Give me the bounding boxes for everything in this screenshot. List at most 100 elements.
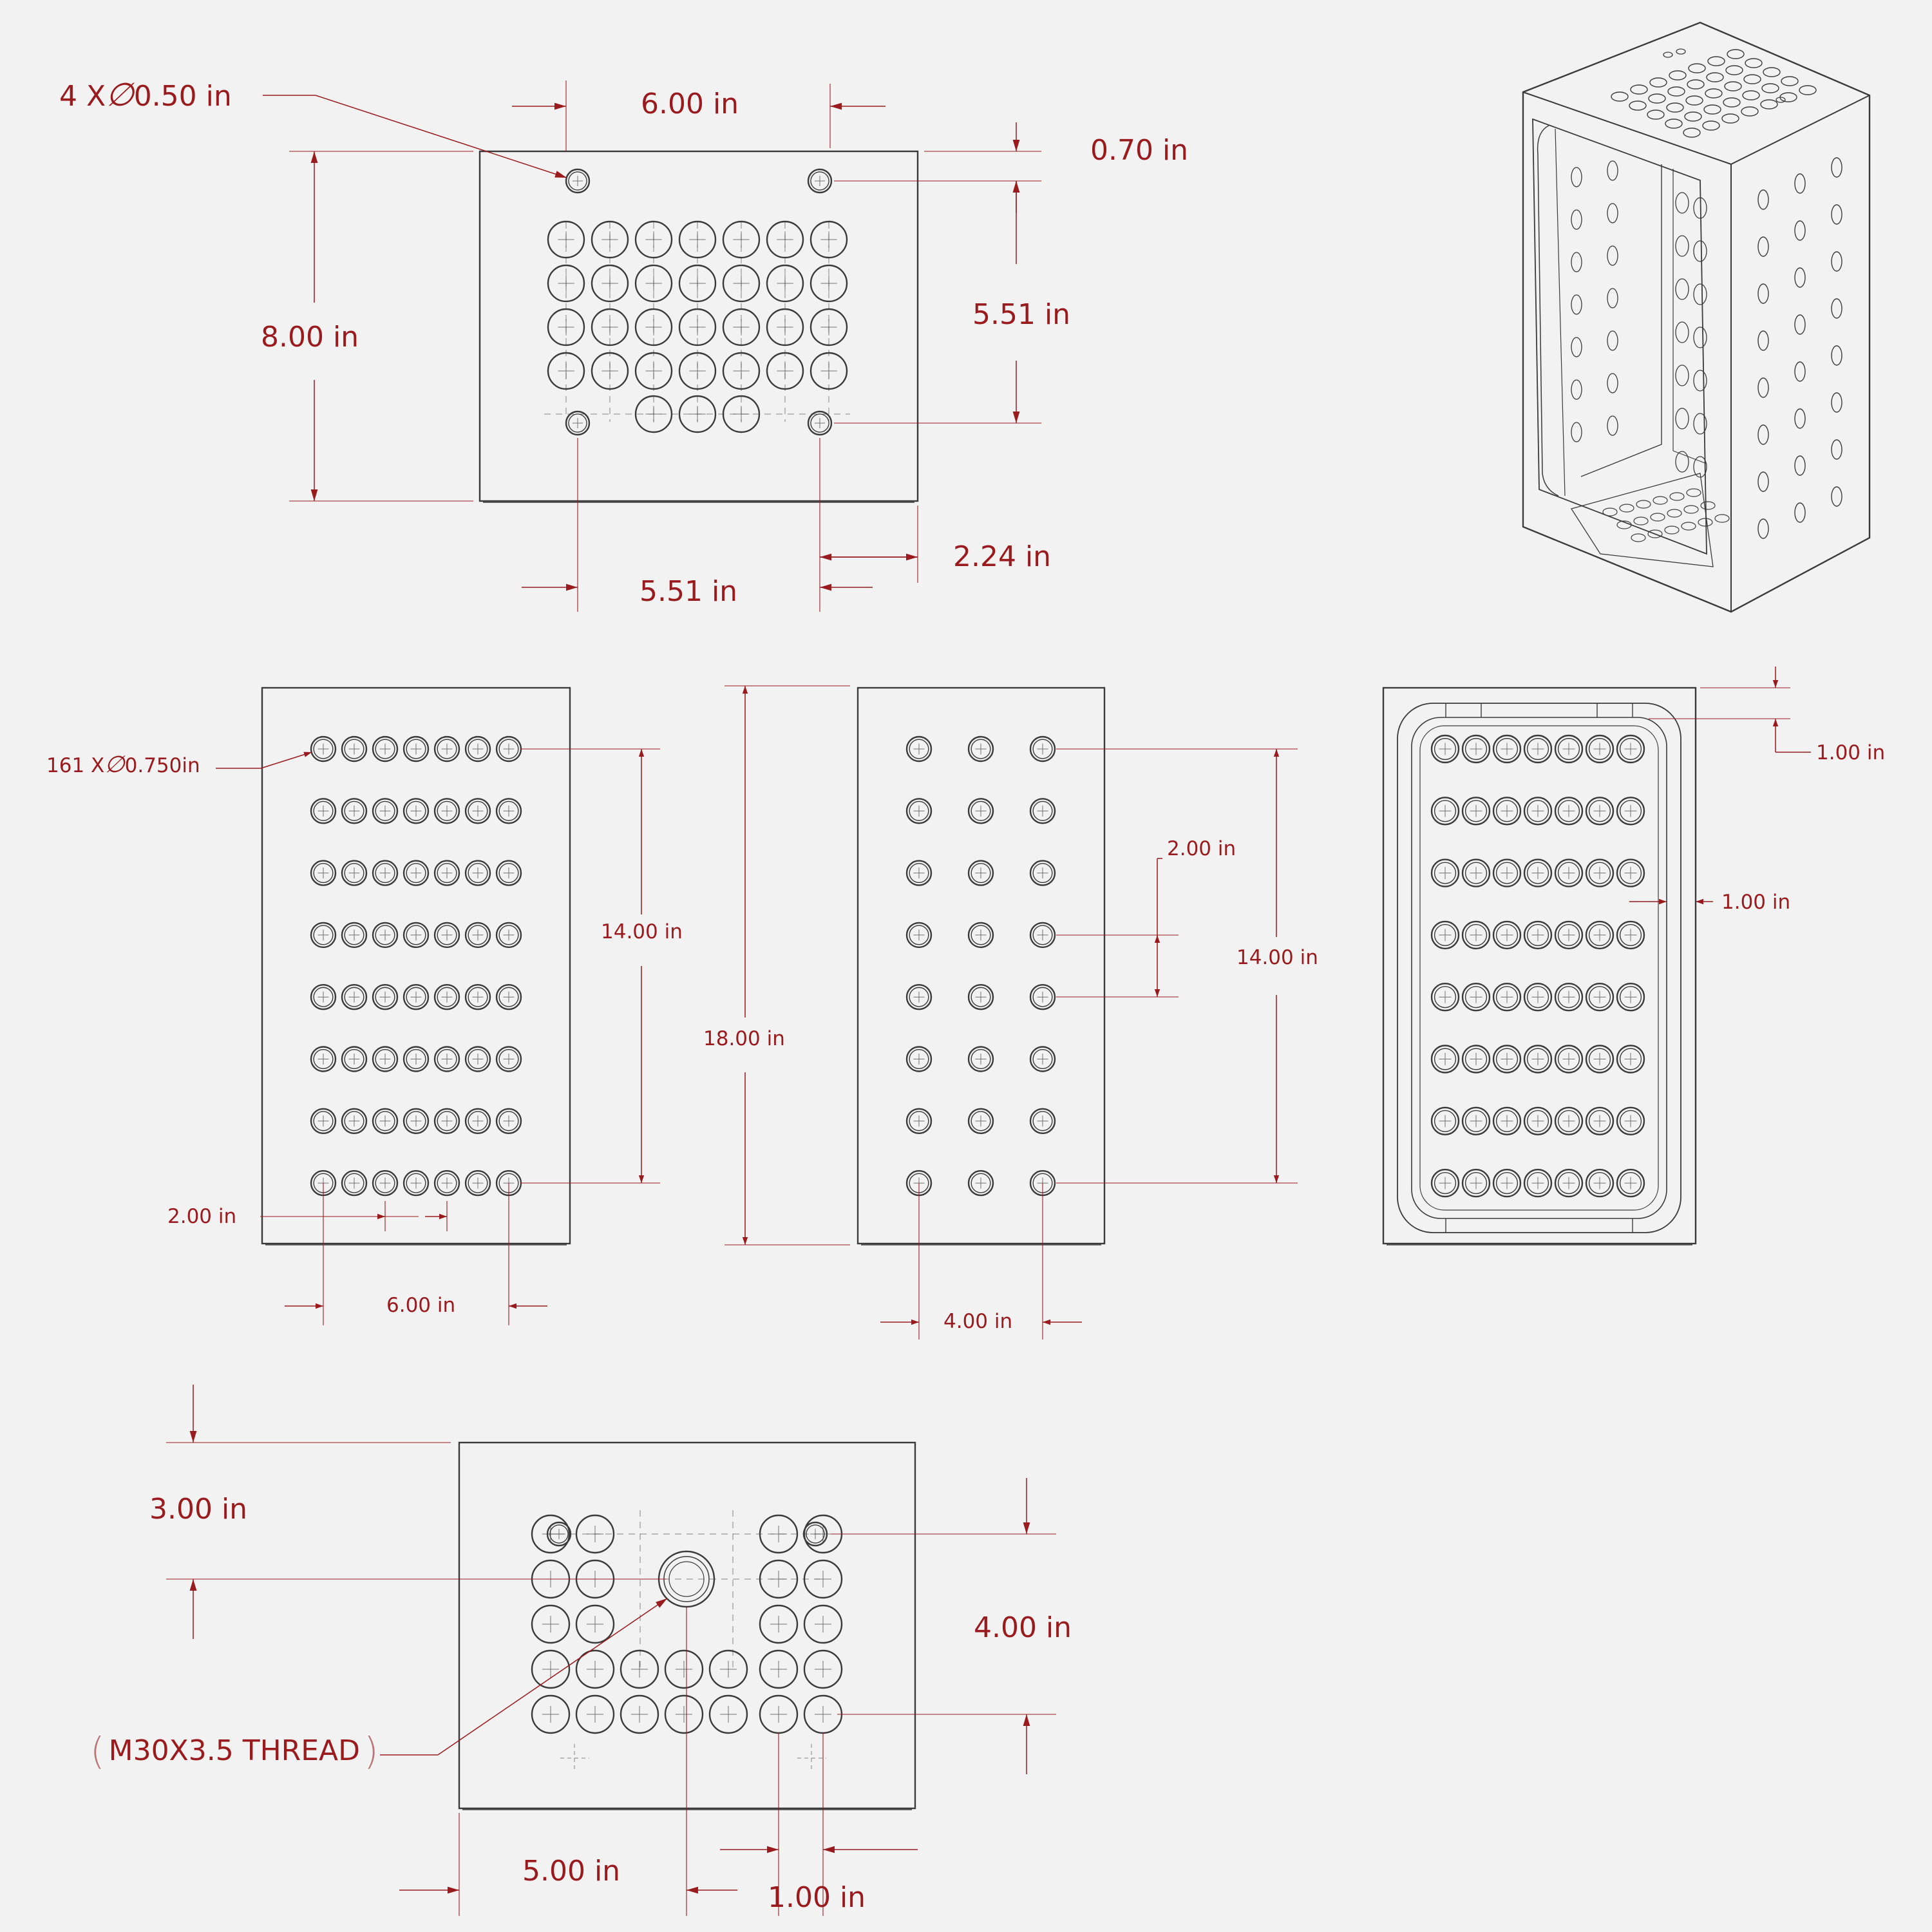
hole-inner: [406, 739, 426, 759]
hole-outer: [1523, 734, 1553, 764]
hole-centermark: [379, 867, 391, 879]
diameter-icon: ∅: [104, 752, 125, 778]
hole-inner: [1526, 737, 1549, 761]
hole-inner: [1434, 986, 1457, 1009]
hole-outer: [464, 1108, 491, 1135]
hole-centermark: [1531, 1053, 1544, 1065]
hole-inner: [971, 800, 991, 821]
hole-inner: [1032, 987, 1053, 1007]
iso-wall-hole: [1571, 167, 1582, 187]
iso-top-hole: [1742, 90, 1760, 100]
hole-inner: [1526, 1048, 1549, 1070]
hole-inner: [344, 800, 365, 821]
top-mount-hole: [807, 410, 833, 436]
back-through-hole: [1492, 858, 1522, 887]
top-height-dim: 8.00 in: [261, 321, 359, 354]
front-through-hole: [310, 798, 337, 824]
front-through-hole: [372, 860, 399, 886]
front-through-hole: [464, 1046, 491, 1072]
iso-floor: [1570, 473, 1714, 567]
hole-outer: [722, 395, 761, 433]
hole-centermark: [1439, 743, 1452, 755]
back-through-hole: [1554, 920, 1584, 950]
hole-inner: [313, 800, 334, 821]
hole-outer: [1616, 1106, 1645, 1136]
hole-centermark: [1470, 867, 1482, 880]
iso-inner-wall-hole: [1675, 235, 1689, 257]
iso-side-hole: [1794, 220, 1806, 241]
hole-centermark: [503, 1053, 515, 1065]
hole-centermark: [317, 991, 329, 1003]
iso-side-hole: [1831, 392, 1842, 413]
hole-inner: [1032, 800, 1053, 821]
hole-outer: [967, 1170, 994, 1197]
hole-inner: [498, 1048, 519, 1070]
front-through-hole: [495, 860, 522, 886]
hole-outer: [464, 860, 491, 886]
back-through-hole: [1616, 1045, 1645, 1074]
hole-outer: [810, 264, 848, 303]
iso-pocket-fillet: [1537, 125, 1559, 497]
hole-outer: [402, 922, 430, 949]
hole-inner: [498, 863, 519, 884]
hole-centermark: [441, 867, 453, 879]
front-through-hole: [495, 983, 522, 1010]
iso-top-hole: [1706, 72, 1724, 82]
hole-outer: [1523, 797, 1553, 826]
hole-outer: [1523, 1168, 1553, 1198]
hole-centermark: [1624, 867, 1637, 880]
front-through-hole: [402, 983, 430, 1010]
hole-centermark: [975, 1115, 987, 1127]
hole-inner: [406, 863, 426, 884]
top-hole-count: 4 X: [59, 80, 106, 113]
bottom-pocket-hole: [759, 1514, 799, 1554]
iso-side-hole: [1831, 486, 1842, 507]
side-through-hole: [1029, 1108, 1056, 1135]
hole-outer: [1554, 734, 1584, 764]
hole-centermark: [1593, 990, 1606, 1003]
hole-outer: [810, 308, 848, 346]
hole-outer: [433, 798, 460, 824]
hole-outer: [464, 922, 491, 949]
hole-centermark: [542, 1615, 560, 1633]
iso-wall-hole: [1607, 330, 1618, 351]
hole-outer: [372, 1170, 399, 1197]
hole-inner: [344, 1048, 365, 1070]
top-pocket-hole: [678, 308, 717, 346]
hole-outer: [1430, 797, 1460, 826]
back-top-offset-dim: 1.00 in: [1816, 741, 1886, 764]
front-through-hole: [495, 1046, 522, 1072]
hole-inner: [1526, 800, 1549, 822]
hole-outer: [547, 264, 585, 303]
hole-inner: [1526, 923, 1549, 946]
hole-centermark: [975, 1177, 987, 1189]
hole-centermark: [645, 319, 662, 336]
hole-centermark: [1037, 867, 1048, 879]
iso-inner-wall-hole: [1675, 408, 1689, 430]
bottom-vertical-offset-dim: 3.00 in: [149, 1493, 248, 1526]
top-pocket-hole: [591, 352, 629, 390]
hole-outer: [759, 1514, 799, 1554]
hole-centermark: [913, 805, 925, 817]
hole-outer: [591, 352, 629, 390]
front-through-hole: [310, 1046, 337, 1072]
hole-centermark: [733, 275, 750, 292]
hole-inner: [1557, 923, 1580, 946]
iso-inner-wall-hole: [1693, 456, 1707, 478]
front-through-hole: [433, 1046, 460, 1072]
iso-side-hole: [1831, 157, 1842, 178]
iso-top-hole: [1688, 63, 1706, 73]
hole-outer: [464, 983, 491, 1010]
iso-floor-hole: [1698, 518, 1713, 527]
hole-centermark: [1531, 1115, 1544, 1128]
hole-outer: [1461, 734, 1491, 764]
front-through-hole: [402, 735, 430, 762]
hole-centermark: [542, 1705, 560, 1723]
hole-centermark: [1439, 1177, 1452, 1189]
hole-outer: [310, 983, 337, 1010]
hole-inner: [344, 1111, 365, 1132]
bottom-horizontal-offset-dim: 5.00 in: [522, 1855, 621, 1888]
hole-outer: [341, 1108, 368, 1135]
iso-top-hole: [1724, 81, 1742, 91]
front-through-hole: [372, 1170, 399, 1197]
